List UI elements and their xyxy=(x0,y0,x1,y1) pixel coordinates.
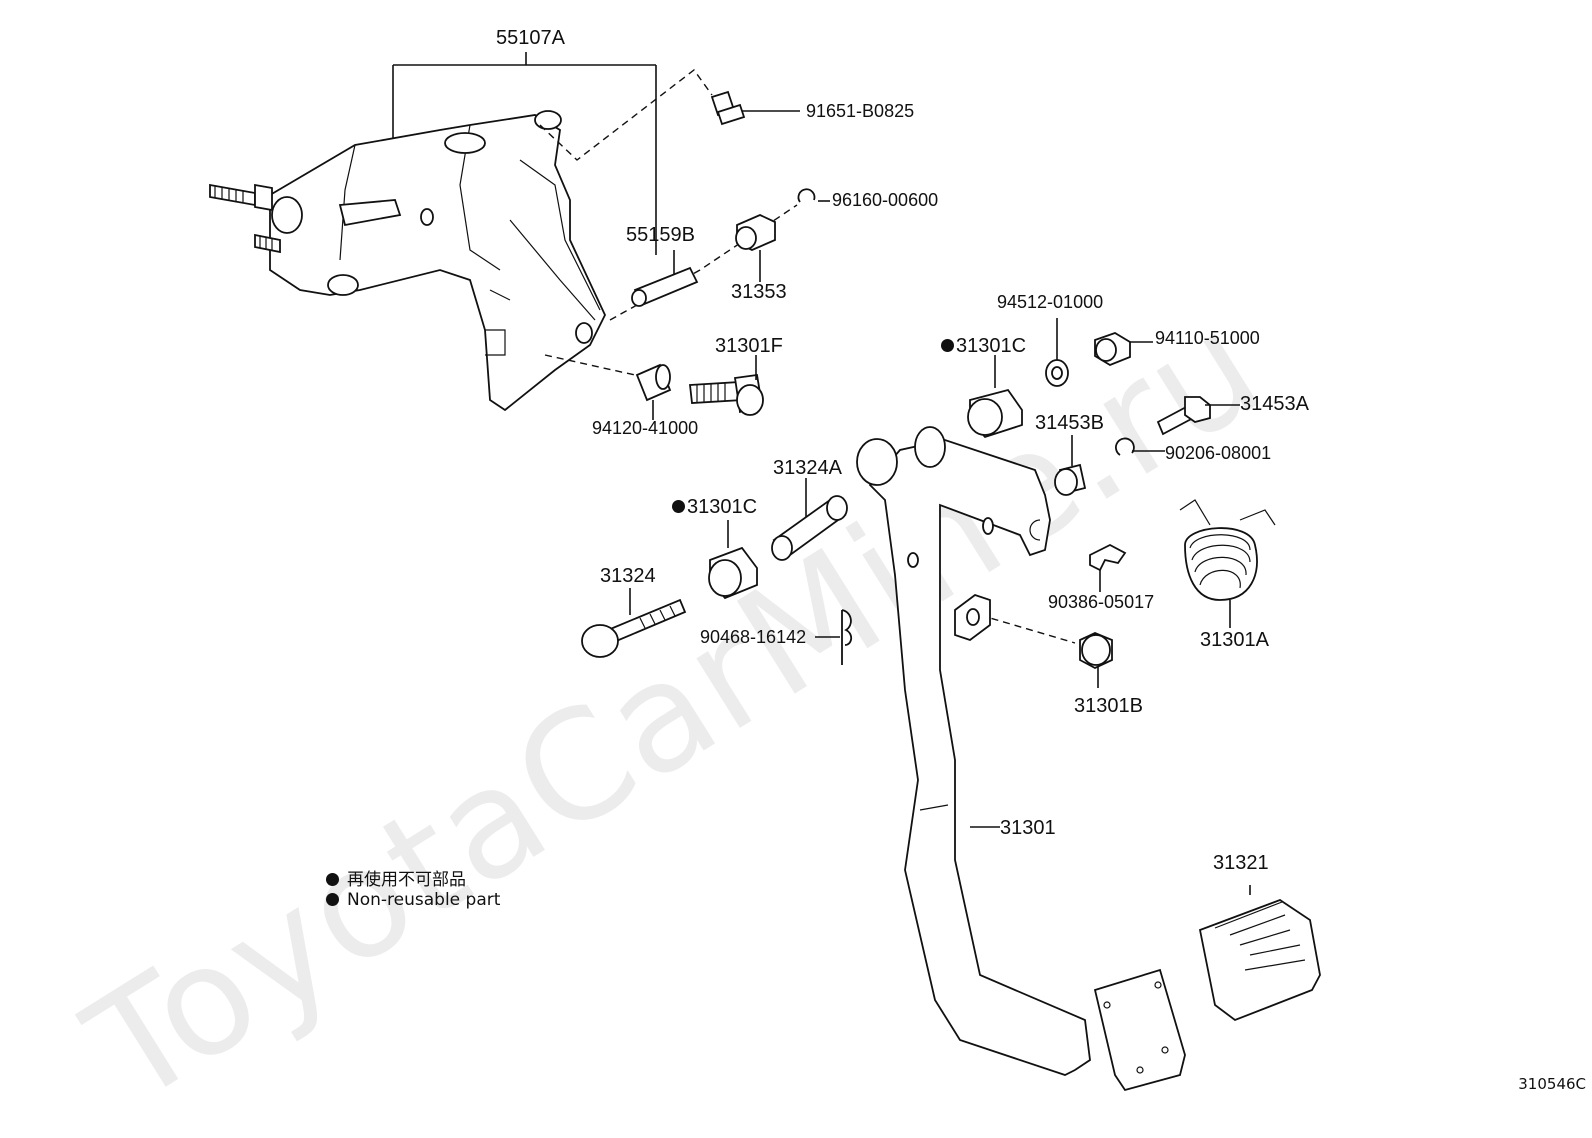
label-94512-01000: 94512-01000 xyxy=(997,292,1104,312)
bushing-31301C-top xyxy=(967,355,1023,439)
bolt-91651-B0825 xyxy=(710,90,800,126)
label-96160-00600: 96160-00600 xyxy=(832,190,939,210)
label-91651-B0825: 91651-B0825 xyxy=(806,101,915,121)
spring-31301A xyxy=(1179,499,1276,628)
label-31324: 31324 xyxy=(600,565,656,587)
non-reusable-marker xyxy=(941,339,954,352)
washer-94512-01000 xyxy=(1045,318,1069,387)
clip-96160-00600 xyxy=(797,188,830,203)
bolt-31301F xyxy=(689,355,764,416)
label-31453A: 31453A xyxy=(1240,393,1309,415)
stopper-31301B xyxy=(1079,632,1113,688)
collar-94120-41000 xyxy=(635,363,672,420)
legend-jp: 再使用不可部品 xyxy=(326,865,466,890)
label-31453B: 31453B xyxy=(1035,412,1104,434)
clip-90468-16142 xyxy=(815,609,853,665)
pedal-pad-31321 xyxy=(1198,885,1321,1022)
pedal-support-bracket xyxy=(209,110,606,412)
sleeve-31324A xyxy=(771,478,848,561)
legend-dot-icon xyxy=(326,893,339,906)
label-31301: 31301 xyxy=(1000,817,1056,839)
label-94120-41000: 94120-41000 xyxy=(592,418,699,438)
legend-dot-icon xyxy=(326,873,339,886)
bolt-31453A xyxy=(1156,396,1240,436)
bolt-31324 xyxy=(581,588,687,658)
label-31324A: 31324A xyxy=(773,457,842,479)
nut-94110-51000 xyxy=(1094,332,1153,367)
parts-diagram xyxy=(209,52,1321,1092)
label-90386-05017: 90386-05017 xyxy=(1048,592,1155,612)
non-reusable-marker xyxy=(672,500,685,513)
label-55159B: 55159B xyxy=(626,224,695,246)
clip-90206-08001 xyxy=(1115,437,1165,456)
label-31301B: 31301B xyxy=(1074,695,1143,717)
pin-55159B xyxy=(631,250,699,307)
label-90468-16142: 90468-16142 xyxy=(700,627,807,647)
label-31301A: 31301A xyxy=(1200,629,1269,651)
label-31301F: 31301F xyxy=(715,335,783,357)
clip-90386-05017 xyxy=(1089,543,1127,592)
bushing-31301C-mid xyxy=(708,520,758,600)
label-31321: 31321 xyxy=(1213,852,1269,874)
nut-31353 xyxy=(735,214,776,282)
label-94110-51000: 94110-51000 xyxy=(1155,328,1260,348)
label-31301C-mid: 31301C xyxy=(672,497,757,517)
pedal-arm-31301 xyxy=(856,426,1186,1092)
label-90206-08001: 90206-08001 xyxy=(1165,443,1272,463)
label-55107A: 55107A xyxy=(496,27,565,49)
bracket-leader-55107A xyxy=(392,52,657,255)
label-31353: 31353 xyxy=(731,281,787,303)
bushing-31453B xyxy=(1054,435,1087,496)
legend-en: Non-reusable part xyxy=(326,890,500,910)
label-31301C-top: 31301C xyxy=(941,336,1026,356)
diagram-id: 310546C xyxy=(1518,1075,1586,1093)
